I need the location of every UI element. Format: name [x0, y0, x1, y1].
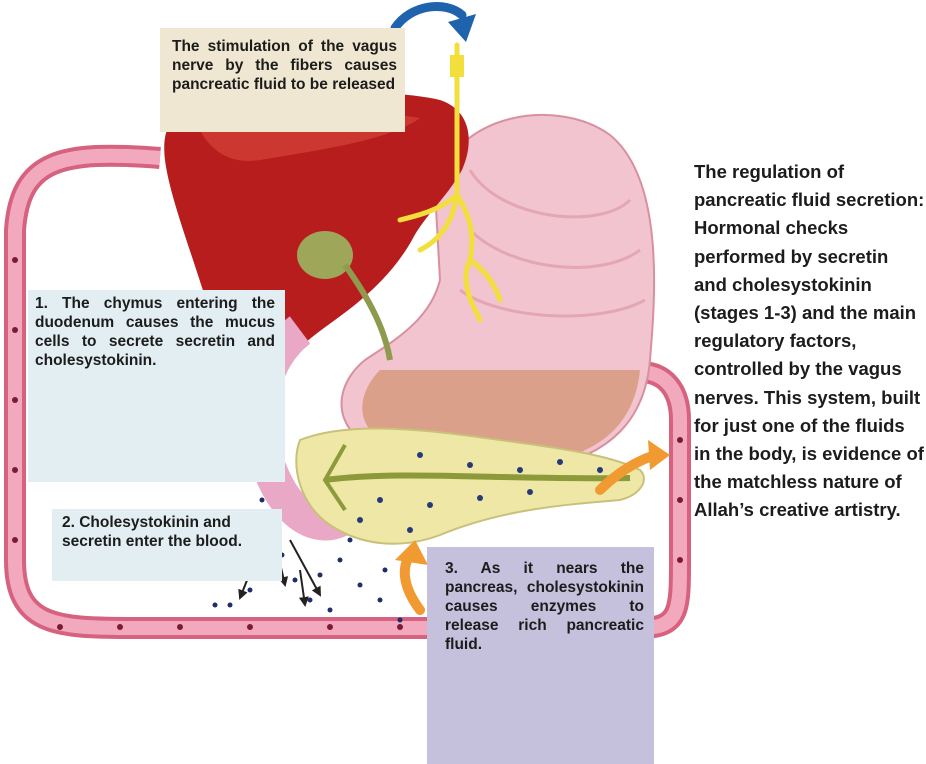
hormone-dot	[338, 558, 343, 563]
secretion-dot	[357, 517, 363, 523]
secretion-dot	[417, 452, 423, 458]
hormone-dot	[248, 588, 253, 593]
step3-label: 3. As it nears the pancreas, cholesystok…	[427, 547, 654, 764]
vagus-nerve-segment	[450, 55, 464, 77]
hormone-dot	[328, 608, 333, 613]
blood-cell	[677, 437, 683, 443]
step3-text: 3. As it nears the pancreas, cholesystok…	[445, 559, 644, 654]
orange-arrowhead-right	[648, 440, 670, 470]
blood-cell	[12, 327, 18, 333]
hormone-dot	[383, 568, 388, 573]
gallbladder	[297, 231, 353, 279]
hormone-dot	[318, 573, 323, 578]
secretion-dot	[597, 467, 603, 473]
blood-cell	[677, 557, 683, 563]
hormone-dot	[213, 603, 218, 608]
blood-cell	[57, 624, 63, 630]
side-caption: The regulation of pancreatic fluid secre…	[694, 158, 926, 525]
hormone-dot	[293, 578, 298, 583]
secretion-dot	[407, 527, 413, 533]
side-caption-heading: The regulation of pancreatic fluid secre…	[694, 158, 926, 214]
hormone-dot	[348, 538, 353, 543]
hormone-dot	[308, 598, 313, 603]
step2-text: 2. Cholesystokinin and secretin enter th…	[62, 513, 274, 551]
hormone-dot	[228, 603, 233, 608]
hormone-dot	[358, 583, 363, 588]
hormone-dot	[398, 618, 403, 623]
secretion-dot	[377, 497, 383, 503]
step1-label: 1. The chymus entering the duodenum caus…	[28, 290, 285, 482]
blood-cell	[677, 497, 683, 503]
blood-cell	[397, 624, 403, 630]
blood-cell	[177, 624, 183, 630]
step2-label: 2. Cholesystokinin and secretin enter th…	[52, 509, 282, 581]
hormone-dot	[378, 598, 383, 603]
blood-cell	[117, 624, 123, 630]
blood-cell	[247, 624, 253, 630]
vagus-nerve-note: The stimulation of the vagus nerve by th…	[160, 28, 405, 132]
secretion-dot	[427, 502, 433, 508]
vagus-nerve-note-text: The stimulation of the vagus nerve by th…	[172, 37, 397, 94]
secretion-dot	[477, 495, 483, 501]
secretion-dot	[467, 462, 473, 468]
secretion-dot	[527, 489, 533, 495]
blood-cell	[12, 537, 18, 543]
blood-cell	[12, 397, 18, 403]
hormone-dot	[260, 498, 265, 503]
blood-cell	[327, 624, 333, 630]
blue-arrowhead	[448, 14, 476, 42]
secretion-dot	[557, 459, 563, 465]
secretion-dot	[517, 467, 523, 473]
step1-text: 1. The chymus entering the duodenum caus…	[35, 294, 275, 370]
side-caption-body: Hormonal checks performed by secretin an…	[694, 214, 926, 524]
blood-cell	[12, 467, 18, 473]
blood-cell	[12, 257, 18, 263]
